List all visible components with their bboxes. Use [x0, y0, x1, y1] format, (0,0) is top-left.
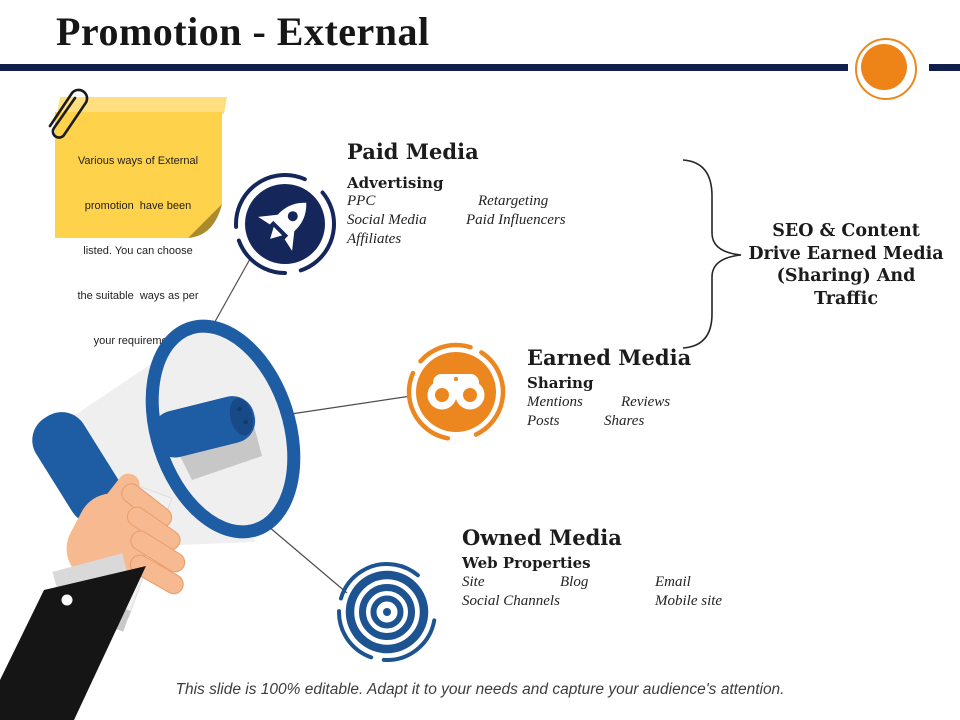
sticky-note-text: Various ways of External promotion have … [60, 124, 216, 379]
paid-item: Social Media [347, 212, 427, 228]
megaphone-illustration [0, 319, 301, 720]
paid-item: PPC [347, 193, 376, 209]
callout-line: (Sharing) And [776, 266, 916, 286]
horn-dot [243, 419, 248, 425]
sleeve-button [61, 594, 73, 606]
earned-badge-ring [406, 342, 506, 442]
owned-item: Email [655, 574, 691, 590]
suit-sleeve [0, 566, 146, 720]
earned-media-icon [406, 342, 506, 442]
megaphone-horn [152, 396, 256, 458]
earned-item: Posts [527, 413, 560, 429]
accent-circle [861, 44, 907, 90]
earned-item: Mentions [527, 394, 583, 410]
sticky-note-fold [188, 204, 222, 238]
note-line: listed. You can choose [83, 245, 193, 257]
callout-line: SEO & Content [772, 221, 920, 241]
hand-fingers [121, 483, 186, 595]
page-title: Promotion - External [56, 9, 430, 54]
sticky-note-body [55, 112, 222, 238]
horn-dot [237, 406, 242, 412]
owned-media-icon [337, 562, 437, 662]
paid-badge-ring [234, 173, 336, 275]
rocket-icon [258, 202, 307, 251]
note-line: Various ways of External [77, 155, 199, 167]
title-divider-right [929, 64, 960, 71]
footer-note: This slide is 100% editable. Adapt it to… [175, 681, 785, 698]
sticky-note [55, 97, 227, 238]
paid-media-subtitle: Advertising [347, 174, 444, 192]
target-icon [337, 562, 437, 662]
paid-item: Retargeting [478, 193, 549, 209]
owned-item: Social Channels [462, 593, 560, 609]
paid-item: Paid Influencers [466, 212, 566, 228]
title-divider-left [0, 64, 848, 71]
binoculars-icon [427, 374, 485, 410]
owned-item: Blog [560, 574, 589, 590]
callout-line: Drive Earned Media [748, 243, 944, 264]
owned-badge-ring [337, 562, 437, 662]
owned-media-subtitle: Web Properties [462, 554, 591, 572]
owned-item: Site [462, 574, 485, 590]
callout-line: Traffic [814, 288, 878, 309]
horn-end-cap [229, 398, 254, 436]
paid-media-title: Paid Media [347, 139, 479, 164]
paid-item: Affiliates [347, 231, 402, 247]
earned-media-title: Earned Media [527, 345, 692, 370]
sticky-note-top-strip [57, 97, 227, 114]
earned-item: Shares [604, 413, 645, 429]
owned-item: Mobile site [655, 593, 723, 609]
earned-media-subtitle: Sharing [527, 374, 594, 392]
paid-media-icon [234, 173, 336, 275]
owned-media-title: Owned Media [462, 525, 622, 550]
callout-text: SEO & Content Drive Earned Media (Sharin… [737, 220, 955, 310]
note-line: the suitable ways as per [77, 290, 199, 302]
paperclip-icon [48, 88, 89, 139]
earned-item: Reviews [621, 394, 671, 410]
note-line: promotion have been [84, 200, 192, 212]
